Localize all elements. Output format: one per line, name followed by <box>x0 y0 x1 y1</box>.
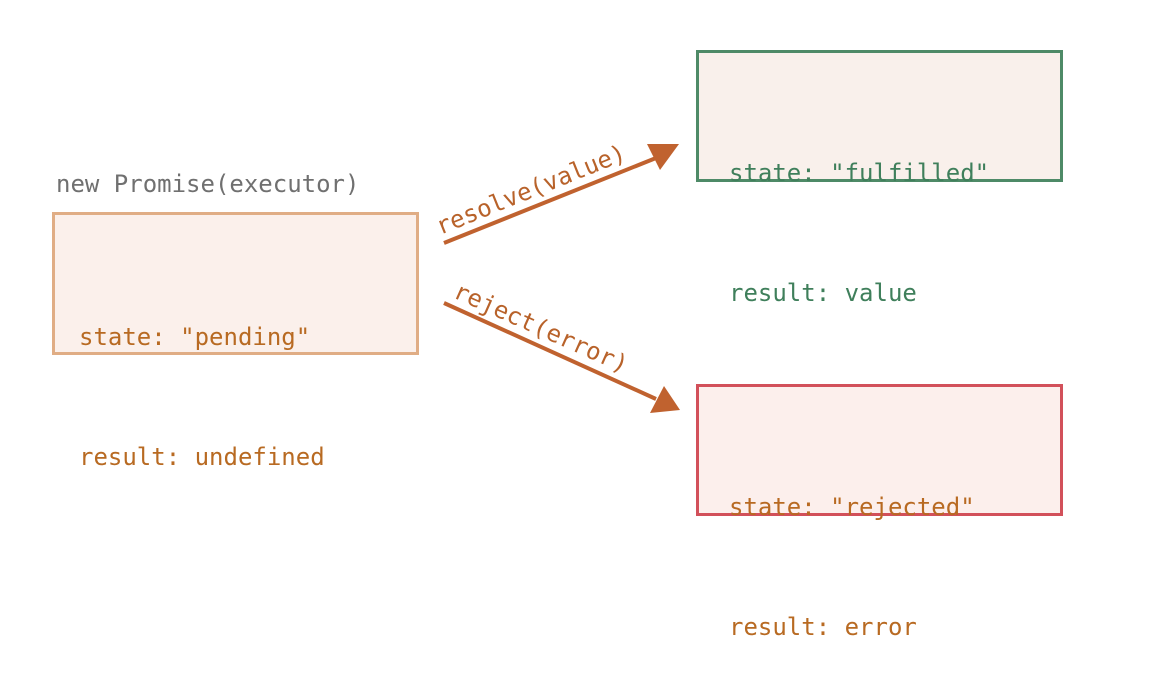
pending-state-box: state: "pending" result: undefined <box>52 212 419 471</box>
resolve-arrow-line <box>443 156 657 245</box>
reject-label: reject(error) <box>450 277 633 379</box>
reject-arrowhead-icon <box>650 386 680 413</box>
constructor-label: new Promise(executor) <box>56 170 360 198</box>
fulfilled-state-text: state: "fulfilled" <box>729 159 990 187</box>
resolve-arrowhead-icon <box>647 144 679 170</box>
fulfilled-result-text: result: value <box>729 279 917 307</box>
rejected-state-text: state: "rejected" <box>729 493 975 521</box>
transition-arrows: resolve(value) reject(error) <box>432 139 680 413</box>
pending-state-text: state: "pending" <box>79 323 311 351</box>
fulfilled-state-box: state: "fulfilled" result: value <box>696 50 1063 307</box>
rejected-result-text: result: error <box>729 613 917 641</box>
reject-arrow-line <box>443 301 657 401</box>
resolve-label: resolve(value) <box>432 139 630 241</box>
pending-result-text: result: undefined <box>79 443 325 471</box>
